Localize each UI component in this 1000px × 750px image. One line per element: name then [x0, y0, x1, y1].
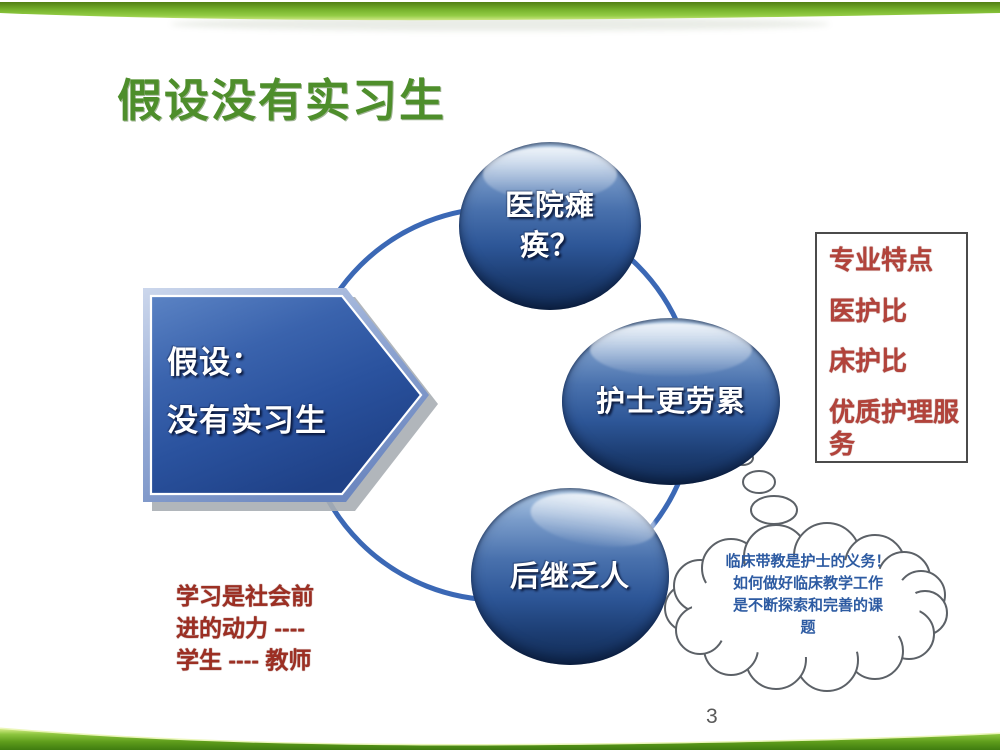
factor-item: 床护比 [829, 346, 908, 376]
top-band-shadow [170, 17, 830, 31]
cloud-body [692, 557, 920, 657]
bubble-hospital-label: 医院瘫痪？ [504, 190, 595, 262]
bubble-successors-label: 后继乏人 [509, 560, 630, 593]
note-line: 学生 ---- 教师 [176, 647, 312, 673]
bottom-green-band [0, 729, 1000, 750]
hypothesis-line-2: 没有实习生 [167, 403, 327, 438]
learning-note: 学习是社会前 进的动力 ---- 学生 ---- 教师 [176, 580, 314, 676]
note-line: 进的动力 ---- [176, 615, 306, 641]
bottom-band-highlight [0, 727, 1000, 748]
bubble-nurses-label: 护士更劳累 [595, 385, 746, 418]
thought-dot-large [750, 495, 798, 525]
top-green-band [0, 2, 1000, 21]
factor-item: 医护比 [829, 295, 908, 326]
cloud-line: 如何做好临床教学工作 [732, 575, 883, 592]
bubble-hospital-paralysis: 医院瘫痪？ [459, 142, 641, 310]
cloud-line: 是不断探索和完善的课 [732, 597, 883, 614]
cloud-line: 题 [800, 619, 816, 636]
arrow-body [149, 294, 423, 496]
slide-title: 假设没有实习生 [117, 75, 447, 126]
profession-factors-box: 专业特点 医护比 床护比 优质护理服务 [815, 232, 968, 463]
hypothesis-line-1: 假设： [167, 345, 263, 380]
thought-cloud [664, 522, 948, 692]
hypothesis-arrow-label: 假设： 没有实习生 [167, 334, 437, 450]
thought-cloud-text: 临床带教是护士的义务！ 如何做好临床教学工作 是不断探索和完善的课 题 [702, 551, 914, 639]
factor-item: 优质护理服务 [829, 396, 960, 460]
cloud-line: 临床带教是护士的义务！ [725, 553, 891, 570]
thought-dot-medium [742, 470, 776, 494]
page-number: 3 [706, 705, 718, 728]
note-line: 学习是社会前 [176, 583, 314, 609]
bubble-no-successors: 后继乏人 [471, 488, 669, 665]
bubble-nurses-tired: 护士更劳累 [562, 318, 780, 485]
factor-item: 专业特点 [829, 245, 934, 275]
